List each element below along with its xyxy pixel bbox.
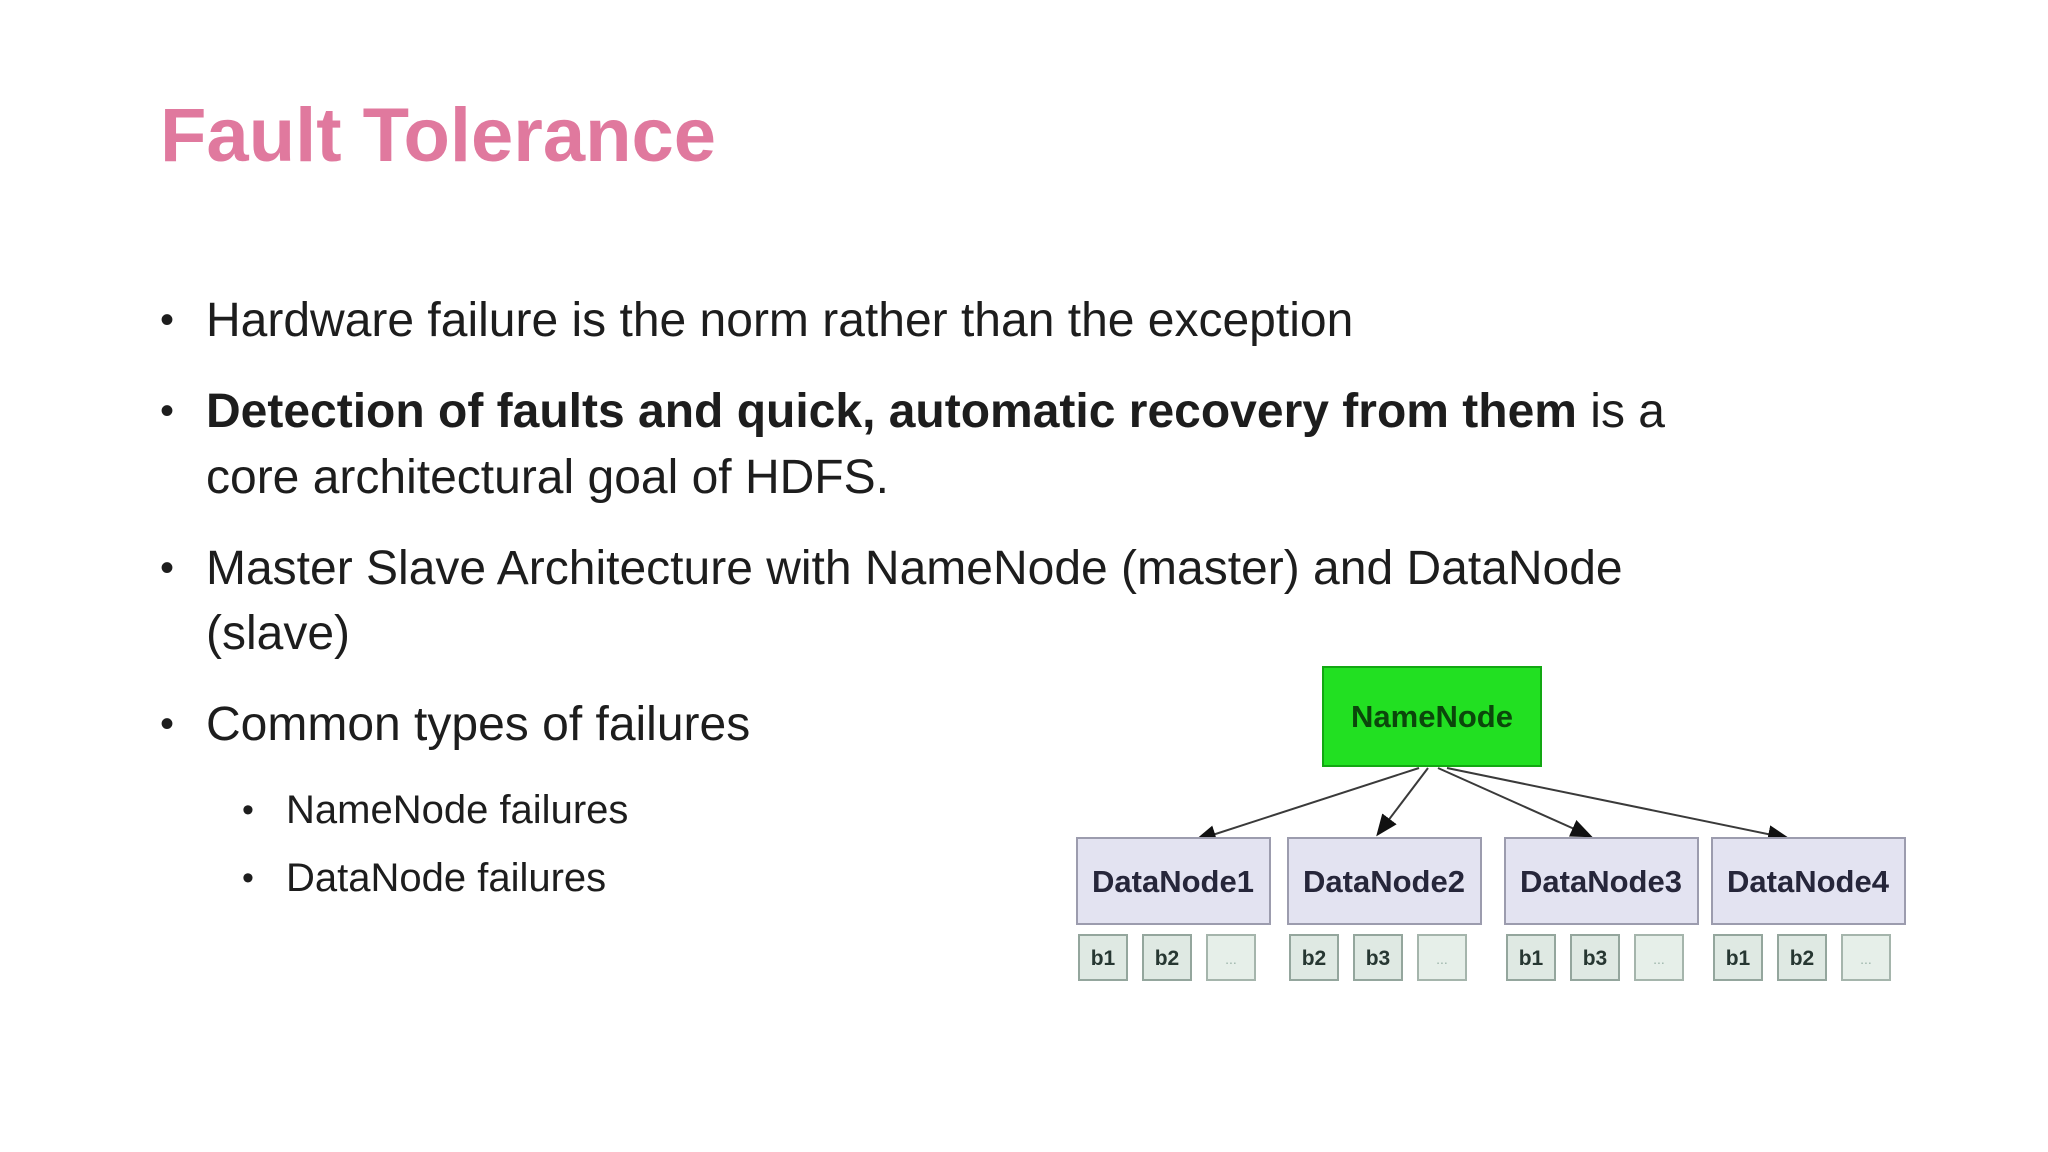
bullet-text-run-line2: core architectural goal of HDFS. <box>206 450 889 504</box>
bullet-text: NameNode failures <box>286 784 1920 836</box>
datanode4-box <box>1711 837 1906 925</box>
bullet-item-master-slave: • Master Slave Architecture with NameNod… <box>160 536 1920 667</box>
bullet-text-run-line2: (slave) <box>206 607 351 661</box>
datanode1-label: DataNode1 <box>1092 864 1254 899</box>
namenode-box <box>1322 666 1542 767</box>
hdfs-architecture-diagram: NameNode DataNode1 b1 b2 ... DataNode2 b… <box>1076 666 1906 981</box>
bullet-marker: • <box>242 790 254 829</box>
datanode2-block2-label: b3 <box>1366 947 1391 970</box>
datanode4-block2-box <box>1777 934 1827 981</box>
datanode1-block2-box <box>1142 934 1192 981</box>
datanode4-label: DataNode4 <box>1727 864 1890 899</box>
arrow-namenode-to-datanode3 <box>1437 767 1593 838</box>
bullet-marker: • <box>160 545 175 590</box>
bullet-item-hardware-failure: • Hardware failure is the norm rather th… <box>160 288 1920 353</box>
bullet-marker: • <box>160 298 175 342</box>
bullet-text: Common types of failures <box>206 692 1920 757</box>
bullet-text: DataNode failures <box>286 852 1920 904</box>
datanode4-block1-box <box>1713 934 1763 981</box>
bullet-text-run: NameNode failures <box>286 787 629 832</box>
bullet-marker: • <box>242 859 254 898</box>
datanode2-block3-box <box>1417 934 1467 981</box>
datanode3-block1-box <box>1506 934 1556 981</box>
datanode2-block1-label: b2 <box>1302 947 1327 970</box>
datanode4-block3-box <box>1841 934 1891 981</box>
sub-bullet-item-namenode-failures: • NameNode failures <box>242 784 1920 837</box>
bullet-text-run: Common types of failures <box>206 698 751 752</box>
bullet-text: Hardware failure is the norm rather than… <box>206 288 1920 353</box>
bullet-text-run: DataNode failures <box>286 856 607 901</box>
bullet-marker: • <box>160 389 175 434</box>
bullet-text-run: Master Slave Architecture with NameNode … <box>206 541 1623 595</box>
datanode1-block1-box <box>1078 934 1128 981</box>
bullet-text: Master Slave Architecture with NameNode … <box>206 536 1920 667</box>
bullet-text-run: is a <box>1576 385 1665 439</box>
datanode3-block3-box <box>1634 934 1684 981</box>
bullet-list: • Hardware failure is the norm rather th… <box>160 288 1920 921</box>
datanode2-block3-label: ... <box>1436 951 1448 967</box>
bullet-item-common-failures: • Common types of failures <box>160 692 1920 757</box>
bullet-item-fault-detection: • Detection of faults and quick, automat… <box>160 379 1920 510</box>
datanode3-block2-label: b3 <box>1583 947 1608 970</box>
arrow-namenode-to-datanode4 <box>1446 767 1790 843</box>
bullet-text-run: Hardware failure is the norm rather than… <box>206 294 1354 347</box>
datanode4-block1-label: b1 <box>1726 947 1751 970</box>
datanode1-block3-label: ... <box>1225 951 1237 967</box>
arrow-namenode-to-datanode2 <box>1376 767 1429 837</box>
datanode2-label: DataNode2 <box>1303 864 1465 899</box>
arrow-namenode-to-datanode1 <box>1194 767 1420 843</box>
datanode3-block2-box <box>1570 934 1620 981</box>
datanode4-block3-label: ... <box>1860 951 1872 967</box>
datanode3-block3-label: ... <box>1653 951 1665 967</box>
datanode4-block2-label: b2 <box>1790 947 1815 970</box>
datanode3-box <box>1504 837 1699 925</box>
datanode1-block3-box <box>1206 934 1256 981</box>
bullet-marker: • <box>160 702 175 747</box>
datanode2-box <box>1287 837 1482 925</box>
datanode1-box <box>1076 837 1271 925</box>
datanode2-block2-box <box>1353 934 1403 981</box>
bullet-text-bold-run: Detection of faults and quick, automatic… <box>206 385 1577 439</box>
datanode3-block1-label: b1 <box>1519 947 1544 970</box>
datanode3-label: DataNode3 <box>1520 864 1682 899</box>
bullet-text: Detection of faults and quick, automatic… <box>206 379 1920 510</box>
page-title: Fault Tolerance <box>160 93 717 178</box>
datanode1-block2-label: b2 <box>1155 947 1180 970</box>
namenode-label: NameNode <box>1351 699 1513 734</box>
datanode1-block1-label: b1 <box>1091 947 1116 970</box>
datanode2-block1-box <box>1289 934 1339 981</box>
sub-bullet-item-datanode-failures: • DataNode failures <box>242 852 1920 905</box>
